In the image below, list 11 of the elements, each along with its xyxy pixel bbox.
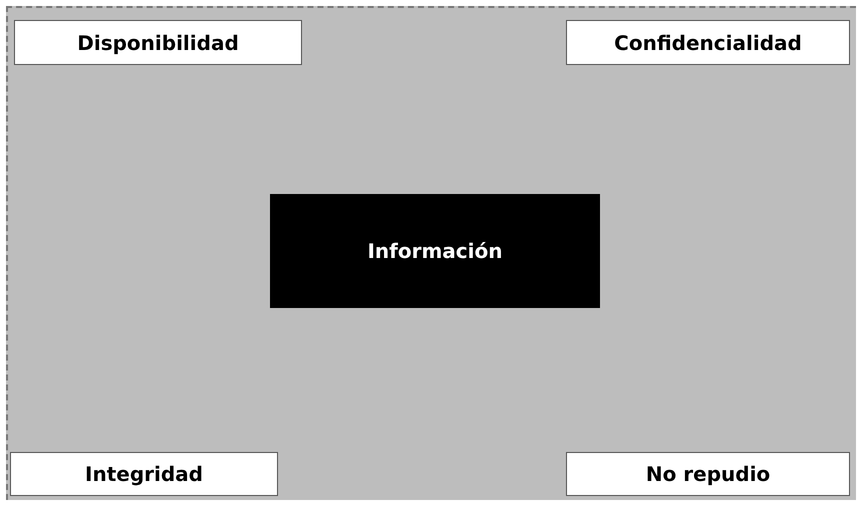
box-label: No repudio (646, 461, 770, 488)
box-label: Confidencialidad (614, 30, 802, 56)
box-label: Disponibilidad (77, 30, 239, 56)
concept-box (10, 452, 278, 496)
concept-box (566, 20, 850, 65)
central-box (270, 194, 600, 308)
panel-background (6, 6, 856, 500)
box-label: Integridad (85, 461, 203, 488)
box-label: Información (367, 238, 502, 265)
concept-box (14, 20, 302, 65)
concept-box (566, 452, 850, 496)
